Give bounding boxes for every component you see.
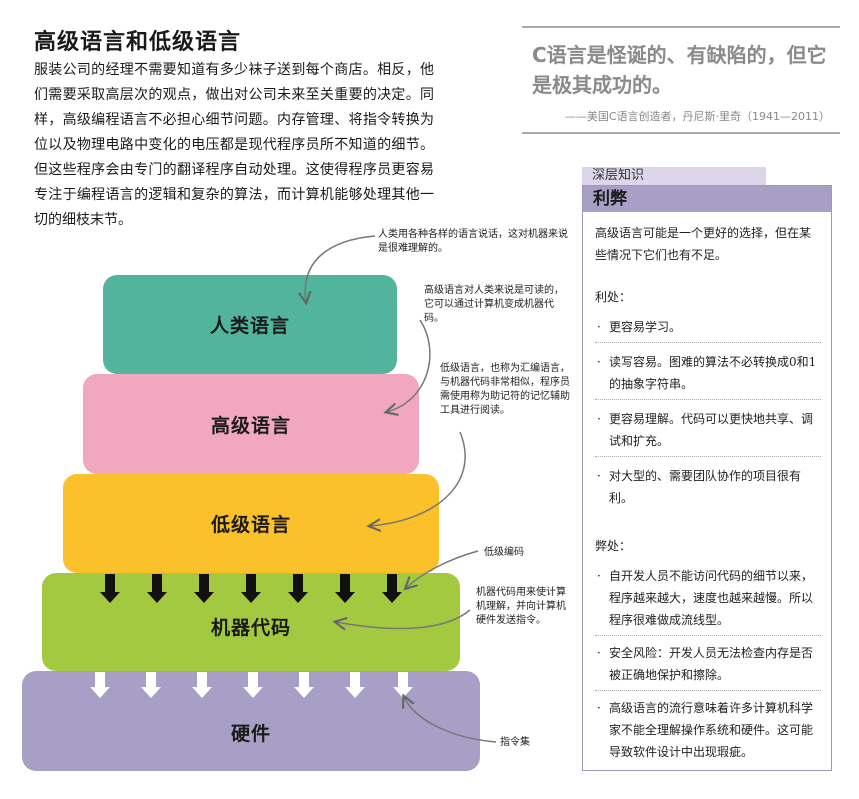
panel-tab: 深层知识 <box>582 167 766 185</box>
tier-high-level-label: 高级语言 <box>210 414 291 437</box>
tier-hardware-label: 硬件 <box>230 722 271 745</box>
list-item: 自开发人员不能访问代码的细节以来，程序越来越大，速度也越来越慢。所以程序很难做成… <box>595 565 821 636</box>
annotation-human: 人类用各种各样的语言说话，这对机器来说是很难理解的。 <box>378 229 568 254</box>
tier-human: 人类语言 <box>103 275 397 374</box>
panel-intro: 高级语言可能是一个更好的选择，但在某些情况下它们也有不足。 <box>595 226 812 262</box>
annotation-low-level: 低级语言，也称为汇编语言，与机器代码非常相似，程序员需使用称为助记符的记忆辅助工… <box>440 363 570 416</box>
tier-low-level-label: 低级语言 <box>210 514 291 536</box>
tier-low-level: 低级语言 <box>63 474 439 573</box>
annotation-high-level: 高级语言对人类来说是可读的，它可以通过计算机变成机器代码。 <box>424 285 564 324</box>
panel-body: 高级语言可能是一个更好的选择，但在某些情况下它们也有不足。 利处： 更容易学习。… <box>583 212 831 767</box>
quote-text: C语言是怪诞的、有缺陷的，但它是极其成功的。 <box>532 43 827 97</box>
list-item: 高级语言的流行意味着许多计算机科学家不能全理解操作系统和硬件。这可能导致软件设计… <box>595 697 821 767</box>
cons-list: 自开发人员不能访问代码的细节以来，程序越来越大，速度也越来越慢。所以程序很难做成… <box>595 565 821 767</box>
cons-title: 弊处： <box>595 539 632 553</box>
pros-title: 利处： <box>595 290 632 304</box>
list-item: 更容易理解。代码可以更快地共享、调试和扩充。 <box>595 408 821 457</box>
pros-cons-panel: 利弊 高级语言可能是一个更好的选择，但在某些情况下它们也有不足。 利处： 更容易… <box>582 185 832 771</box>
annotation-low-code: 低级编码 <box>484 547 524 558</box>
panel-header: 利弊 <box>583 186 831 212</box>
list-item: 读写容易。图难的算法不必转换成0和1的抽象字符串。 <box>595 351 821 400</box>
annotation-machine-code: 机器代码用来使计算机理解，并向计算机硬件发送指令。 <box>476 587 566 626</box>
tier-high-level: 高级语言 <box>83 374 419 474</box>
list-item: 安全风险：开发人员无法检查内存是否被正确地保护和擦除。 <box>595 642 821 691</box>
quote-attribution: ——美国C语言创造者，丹尼斯·里奇（1941—2011） <box>564 110 830 123</box>
tier-hardware: 硬件 <box>22 671 480 771</box>
list-item: 对大型的、需要团队协作的项目很有利。 <box>595 465 821 513</box>
annotation-instruction-set: 指令集 <box>500 737 530 748</box>
list-item: 更容易学习。 <box>595 316 821 343</box>
quote-box: C语言是怪诞的、有缺陷的，但它是极其成功的。 ——美国C语言创造者，丹尼斯·里奇… <box>522 26 840 134</box>
page-title: 高级语言和低级语言 <box>34 30 242 55</box>
pros-list: 更容易学习。 读写容易。图难的算法不必转换成0和1的抽象字符串。 更容易理解。代… <box>595 316 821 513</box>
intro-paragraph: 服装公司的经理不需要知道有多少袜子送到每个商店。相反，他们需要采取高层次的观点，… <box>34 62 434 228</box>
tier-machine-code: 机器代码 <box>42 573 460 671</box>
tier-machine-code-label: 机器代码 <box>210 616 291 639</box>
tier-human-label: 人类语言 <box>209 315 290 337</box>
